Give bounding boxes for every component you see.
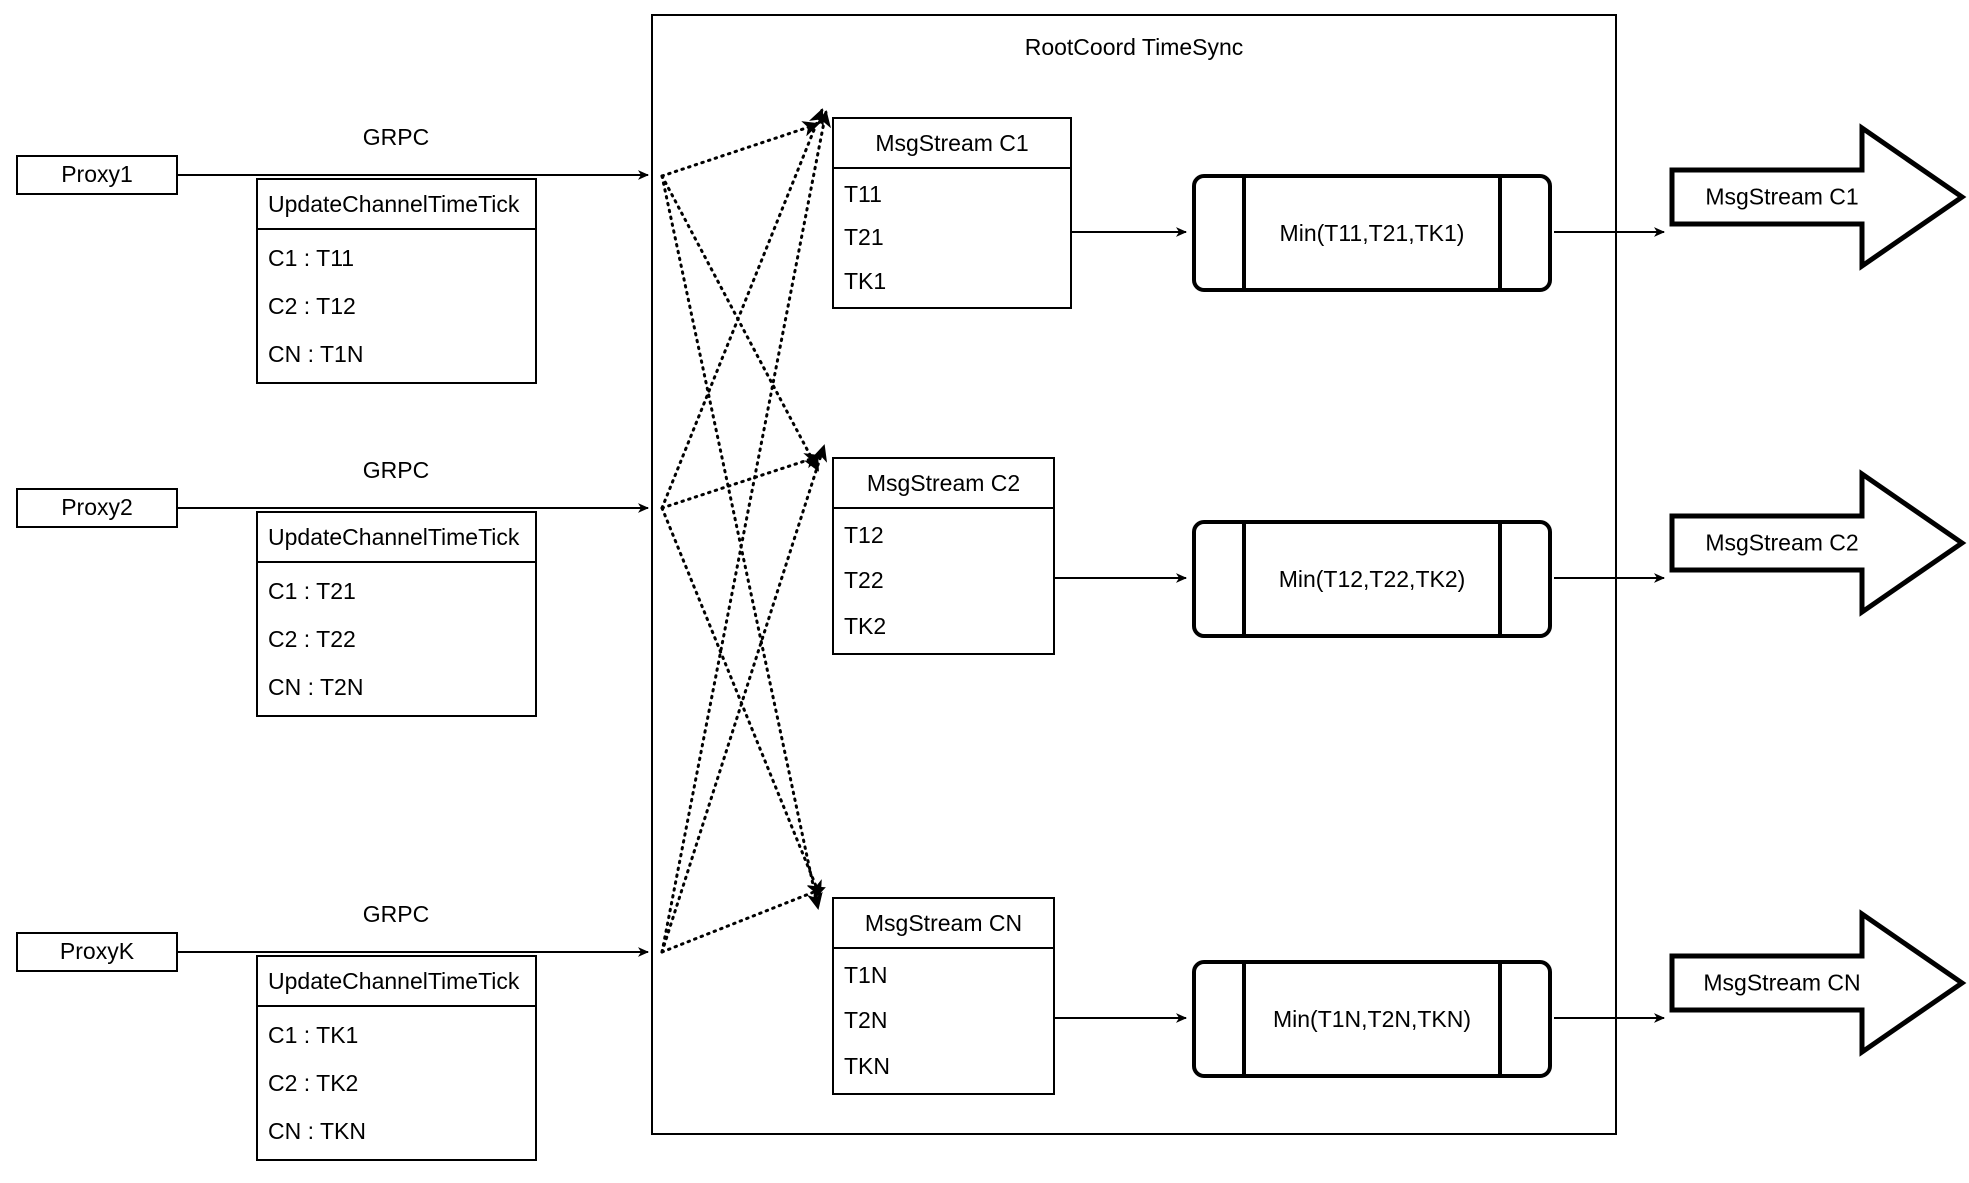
table-header-3: UpdateChannelTimeTick <box>258 957 535 1007</box>
min-process-c2: Min(T12,T22,TK2) <box>1192 520 1552 638</box>
update-channel-timetick-table-1: UpdateChannelTimeTick C1 : T11 C2 : T12 … <box>256 178 537 384</box>
grpc-label-3: GRPC <box>362 901 430 927</box>
table-row: TKN <box>844 1052 890 1079</box>
update-channel-timetick-table-2: UpdateChannelTimeTick C1 : T21 C2 : T22 … <box>256 511 537 717</box>
process-bar-right <box>1498 520 1502 638</box>
table-row: T12 <box>844 522 884 549</box>
proxy-node-3[interactable]: ProxyK <box>16 932 178 972</box>
process-bar-left <box>1242 960 1246 1078</box>
table-row: CN : TKN <box>268 1117 366 1144</box>
output-label-cn: MsgStream CN <box>1703 969 1861 996</box>
msgstream-table-c1: MsgStream C1 T11 T21 TK1 <box>832 117 1072 309</box>
table-row: T1N <box>844 962 888 989</box>
table-header-2: UpdateChannelTimeTick <box>258 513 535 563</box>
table-row: T11 <box>844 181 882 208</box>
table-row: CN : T1N <box>268 340 364 367</box>
table-row: C1 : T21 <box>268 577 356 604</box>
table-row: T2N <box>844 1007 888 1034</box>
msgstream-table-c2: MsgStream C2 T12 T22 TK2 <box>832 457 1055 655</box>
msgstream-body-cn: T1N T2N TKN <box>834 949 1053 1093</box>
table-header-1: UpdateChannelTimeTick <box>258 180 535 230</box>
grpc-label-1: GRPC <box>362 124 430 150</box>
table-row: TK2 <box>844 612 887 639</box>
table-row: C2 : TK2 <box>268 1069 359 1096</box>
table-row: C1 : T11 <box>268 244 355 271</box>
output-label-c2: MsgStream C2 <box>1705 529 1859 556</box>
table-body-3: C1 : TK1 C2 : TK2 CN : TKN <box>258 1007 535 1159</box>
table-row: T21 <box>844 224 884 251</box>
table-row: T22 <box>844 567 884 594</box>
output-msgstream-cn: MsgStream CN <box>1672 956 1962 1010</box>
min-label-cn: Min(T1N,T2N,TKN) <box>1272 1005 1472 1032</box>
grpc-label-2: GRPC <box>362 457 430 483</box>
table-row: C2 : T12 <box>268 292 356 319</box>
process-bar-left <box>1242 174 1246 292</box>
output-label-c1: MsgStream C1 <box>1705 183 1859 210</box>
msgstream-table-cn: MsgStream CN T1N T2N TKN <box>832 897 1055 1095</box>
process-bar-right <box>1498 174 1502 292</box>
table-row: C1 : TK1 <box>268 1021 359 1048</box>
msgstream-header-c1: MsgStream C1 <box>834 119 1070 169</box>
min-process-cn: Min(T1N,T2N,TKN) <box>1192 960 1552 1078</box>
table-row: C2 : T22 <box>268 625 356 652</box>
msgstream-header-cn: MsgStream CN <box>834 899 1053 949</box>
process-bar-right <box>1498 960 1502 1078</box>
output-msgstream-c2: MsgStream C2 <box>1672 516 1962 570</box>
min-label-c2: Min(T12,T22,TK2) <box>1278 565 1466 592</box>
min-process-c1: Min(T11,T21,TK1) <box>1192 174 1552 292</box>
proxy-node-2[interactable]: Proxy2 <box>16 488 178 528</box>
update-channel-timetick-table-3: UpdateChannelTimeTick C1 : TK1 C2 : TK2 … <box>256 955 537 1161</box>
proxy-node-1[interactable]: Proxy1 <box>16 155 178 195</box>
msgstream-body-c1: T11 T21 TK1 <box>834 169 1070 307</box>
output-msgstream-c1: MsgStream C1 <box>1672 170 1962 224</box>
table-body-1: C1 : T11 C2 : T12 CN : T1N <box>258 230 535 382</box>
table-row: TK1 <box>844 267 887 294</box>
table-body-2: C1 : T21 C2 : T22 CN : T2N <box>258 563 535 715</box>
rootcoord-timesync-container <box>651 14 1617 1135</box>
process-bar-left <box>1242 520 1246 638</box>
msgstream-header-c2: MsgStream C2 <box>834 459 1053 509</box>
msgstream-body-c2: T12 T22 TK2 <box>834 509 1053 653</box>
table-row: CN : T2N <box>268 673 364 700</box>
min-label-c1: Min(T11,T21,TK1) <box>1279 219 1465 246</box>
rootcoord-timesync-title: RootCoord TimeSync <box>1024 34 1244 60</box>
